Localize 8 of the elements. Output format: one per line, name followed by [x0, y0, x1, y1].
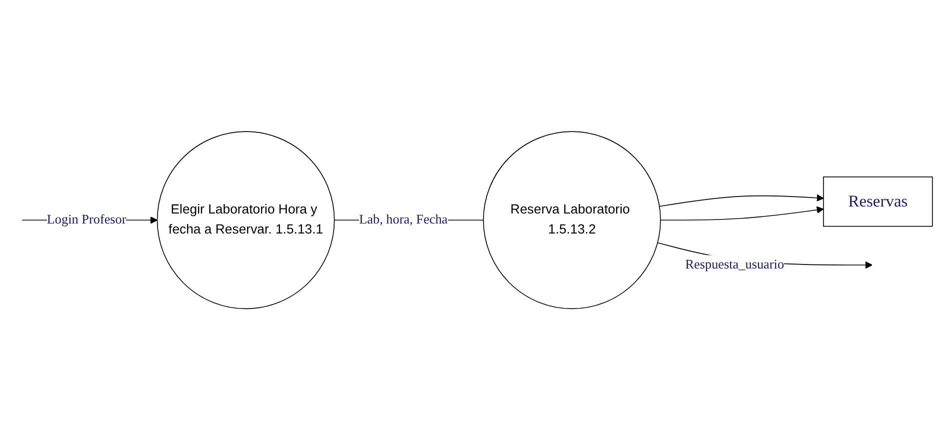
edge-label: Login Profesor — [46, 210, 126, 230]
data-store: Reservas — [823, 176, 933, 227]
arrow — [659, 194, 824, 207]
edge-label: Lab, hora, Fecha — [359, 210, 448, 230]
process-circle: Reserva Laboratorio 1.5.13.2 — [483, 131, 661, 309]
arrow — [660, 206, 824, 220]
process-circle: Elegir Laboratorio Hora y fecha a Reservar. 1.5.13.1 — [156, 131, 335, 309]
edge-label: Respuesta_usuario — [685, 255, 784, 275]
